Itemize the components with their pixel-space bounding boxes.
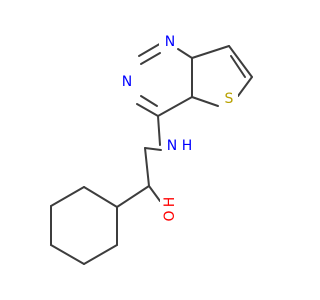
- molecule-diagram: N N S N H O H: [50, 31, 253, 265]
- oxygen-label: O: [162, 210, 178, 221]
- nitrogen-label: N: [165, 34, 175, 50]
- structure-canvas: N N S N H O H: [50, 31, 253, 265]
- bond: [191, 96, 219, 107]
- label-bg: [164, 136, 196, 158]
- bond: [230, 55, 246, 78]
- bond: [144, 147, 150, 187]
- nitrogen-label: N: [122, 74, 132, 90]
- hydroxyl-group: O H: [162, 197, 178, 222]
- cyclohexane-ring: [50, 186, 118, 265]
- side-chain: [116, 115, 162, 208]
- hydrogen-label: H: [162, 197, 178, 208]
- amine-n-label: N: [167, 138, 177, 154]
- bond: [83, 244, 118, 265]
- bond: [50, 186, 85, 207]
- bond: [177, 48, 193, 59]
- sulfur-label: S: [225, 91, 234, 107]
- bond: [50, 244, 85, 265]
- label-bg: [160, 196, 180, 224]
- label-bg: [117, 71, 135, 93]
- bond: [148, 185, 161, 202]
- bond: [228, 45, 253, 78]
- bond: [191, 45, 230, 59]
- amine-h-label: H: [182, 138, 193, 154]
- bond: [116, 185, 150, 208]
- bond: [144, 147, 162, 151]
- bond: [140, 95, 158, 107]
- label-bg: [220, 88, 238, 110]
- bond: [237, 76, 253, 97]
- bond: [157, 115, 161, 146]
- bond: [83, 186, 118, 208]
- pyrimidine-ring: [126, 41, 193, 117]
- bond: [140, 52, 161, 65]
- bond: [157, 96, 193, 117]
- label-bg: [159, 31, 177, 51]
- thiophene-ring: [191, 45, 253, 107]
- bond: [136, 103, 159, 117]
